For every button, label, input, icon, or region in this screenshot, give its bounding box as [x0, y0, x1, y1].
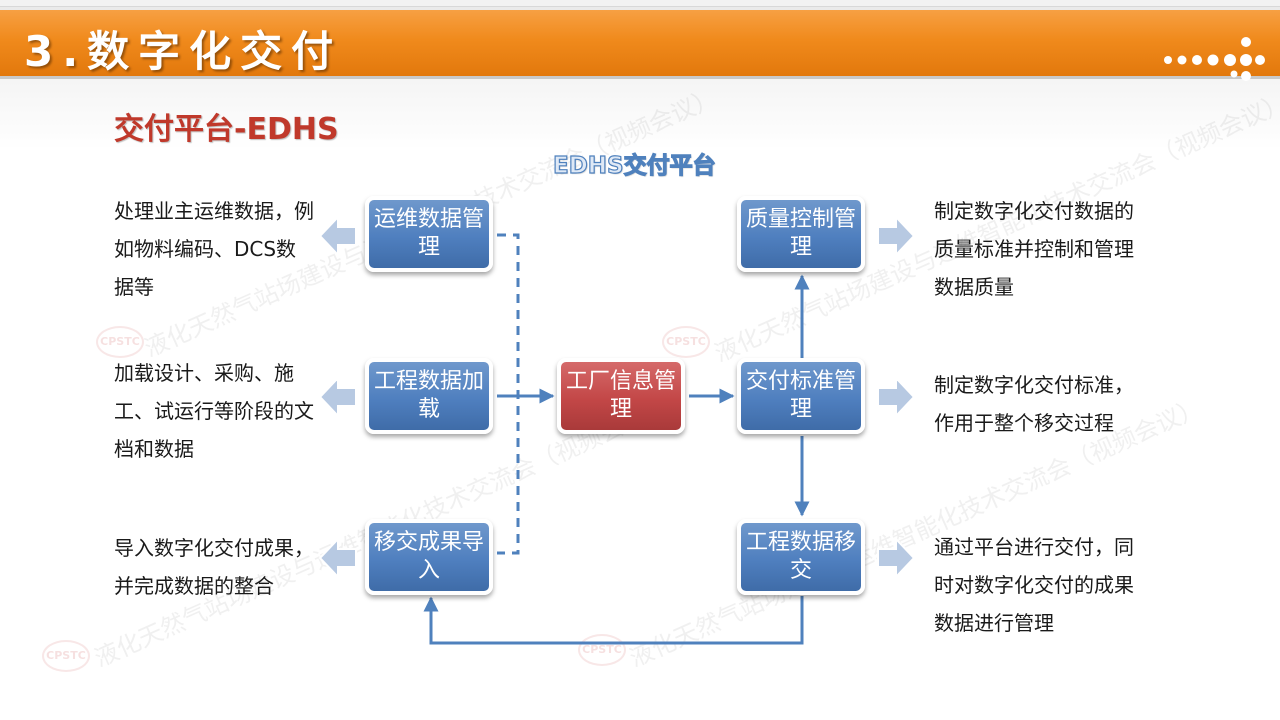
- diagram-title: EDHS交付平台: [552, 152, 716, 179]
- page-title: 3.数字化交付: [24, 27, 343, 76]
- node-plant-info[interactable]: 工厂信息管理: [557, 358, 685, 434]
- right-arrow-icon: [877, 375, 916, 419]
- title-banner: 3.数字化交付: [0, 10, 1280, 81]
- top-border: [0, 0, 1280, 7]
- section-subtitle: 交付平台-EDHS: [114, 112, 339, 147]
- desc-eng-data-load: 加载设计、采购、施工、试运行等阶段的文档和数据: [114, 361, 314, 461]
- dashed-connector: [497, 233, 520, 555]
- watermark-logo-3: CPSTC: [42, 640, 90, 672]
- desc-transfer-import: 导入数字化交付成果，并完成数据的整合: [114, 536, 314, 598]
- left-arrow-icon: [318, 214, 357, 258]
- watermark-logo-2: CPSTC: [662, 326, 710, 358]
- arrow-transfer-to-import: [423, 596, 804, 645]
- node-transfer-import[interactable]: 移交成果导入: [365, 519, 493, 595]
- node-eng-data-load[interactable]: 工程数据加载: [365, 358, 493, 434]
- left-arrow-icon: [318, 536, 357, 580]
- node-ops-data[interactable]: 运维数据管理: [365, 196, 493, 272]
- left-arrow-icon: [318, 375, 357, 419]
- desc-delivery-standard: 制定数字化交付标准，作用于整个移交过程: [934, 373, 1134, 435]
- watermark-logo-1: CPSTC: [96, 326, 144, 358]
- node-quality-control[interactable]: 质量控制管理: [737, 196, 865, 272]
- desc-eng-data-transfer: 通过平台进行交付，同时对数字化交付的成果数据进行管理: [934, 535, 1134, 635]
- desc-quality-control: 制定数字化交付数据的质量标准并控制和管理数据质量: [934, 199, 1134, 299]
- dots-logo-icon: [1164, 37, 1265, 81]
- right-arrow-icon: [877, 536, 916, 580]
- desc-ops-data: 处理业主运维数据，例如物料编码、DCS数据等: [114, 199, 314, 299]
- right-arrow-icon: [877, 214, 916, 258]
- node-delivery-standard[interactable]: 交付标准管理: [737, 358, 865, 434]
- node-eng-data-transfer[interactable]: 工程数据移交: [737, 519, 865, 595]
- watermark-logo-4: CPSTC: [578, 634, 626, 666]
